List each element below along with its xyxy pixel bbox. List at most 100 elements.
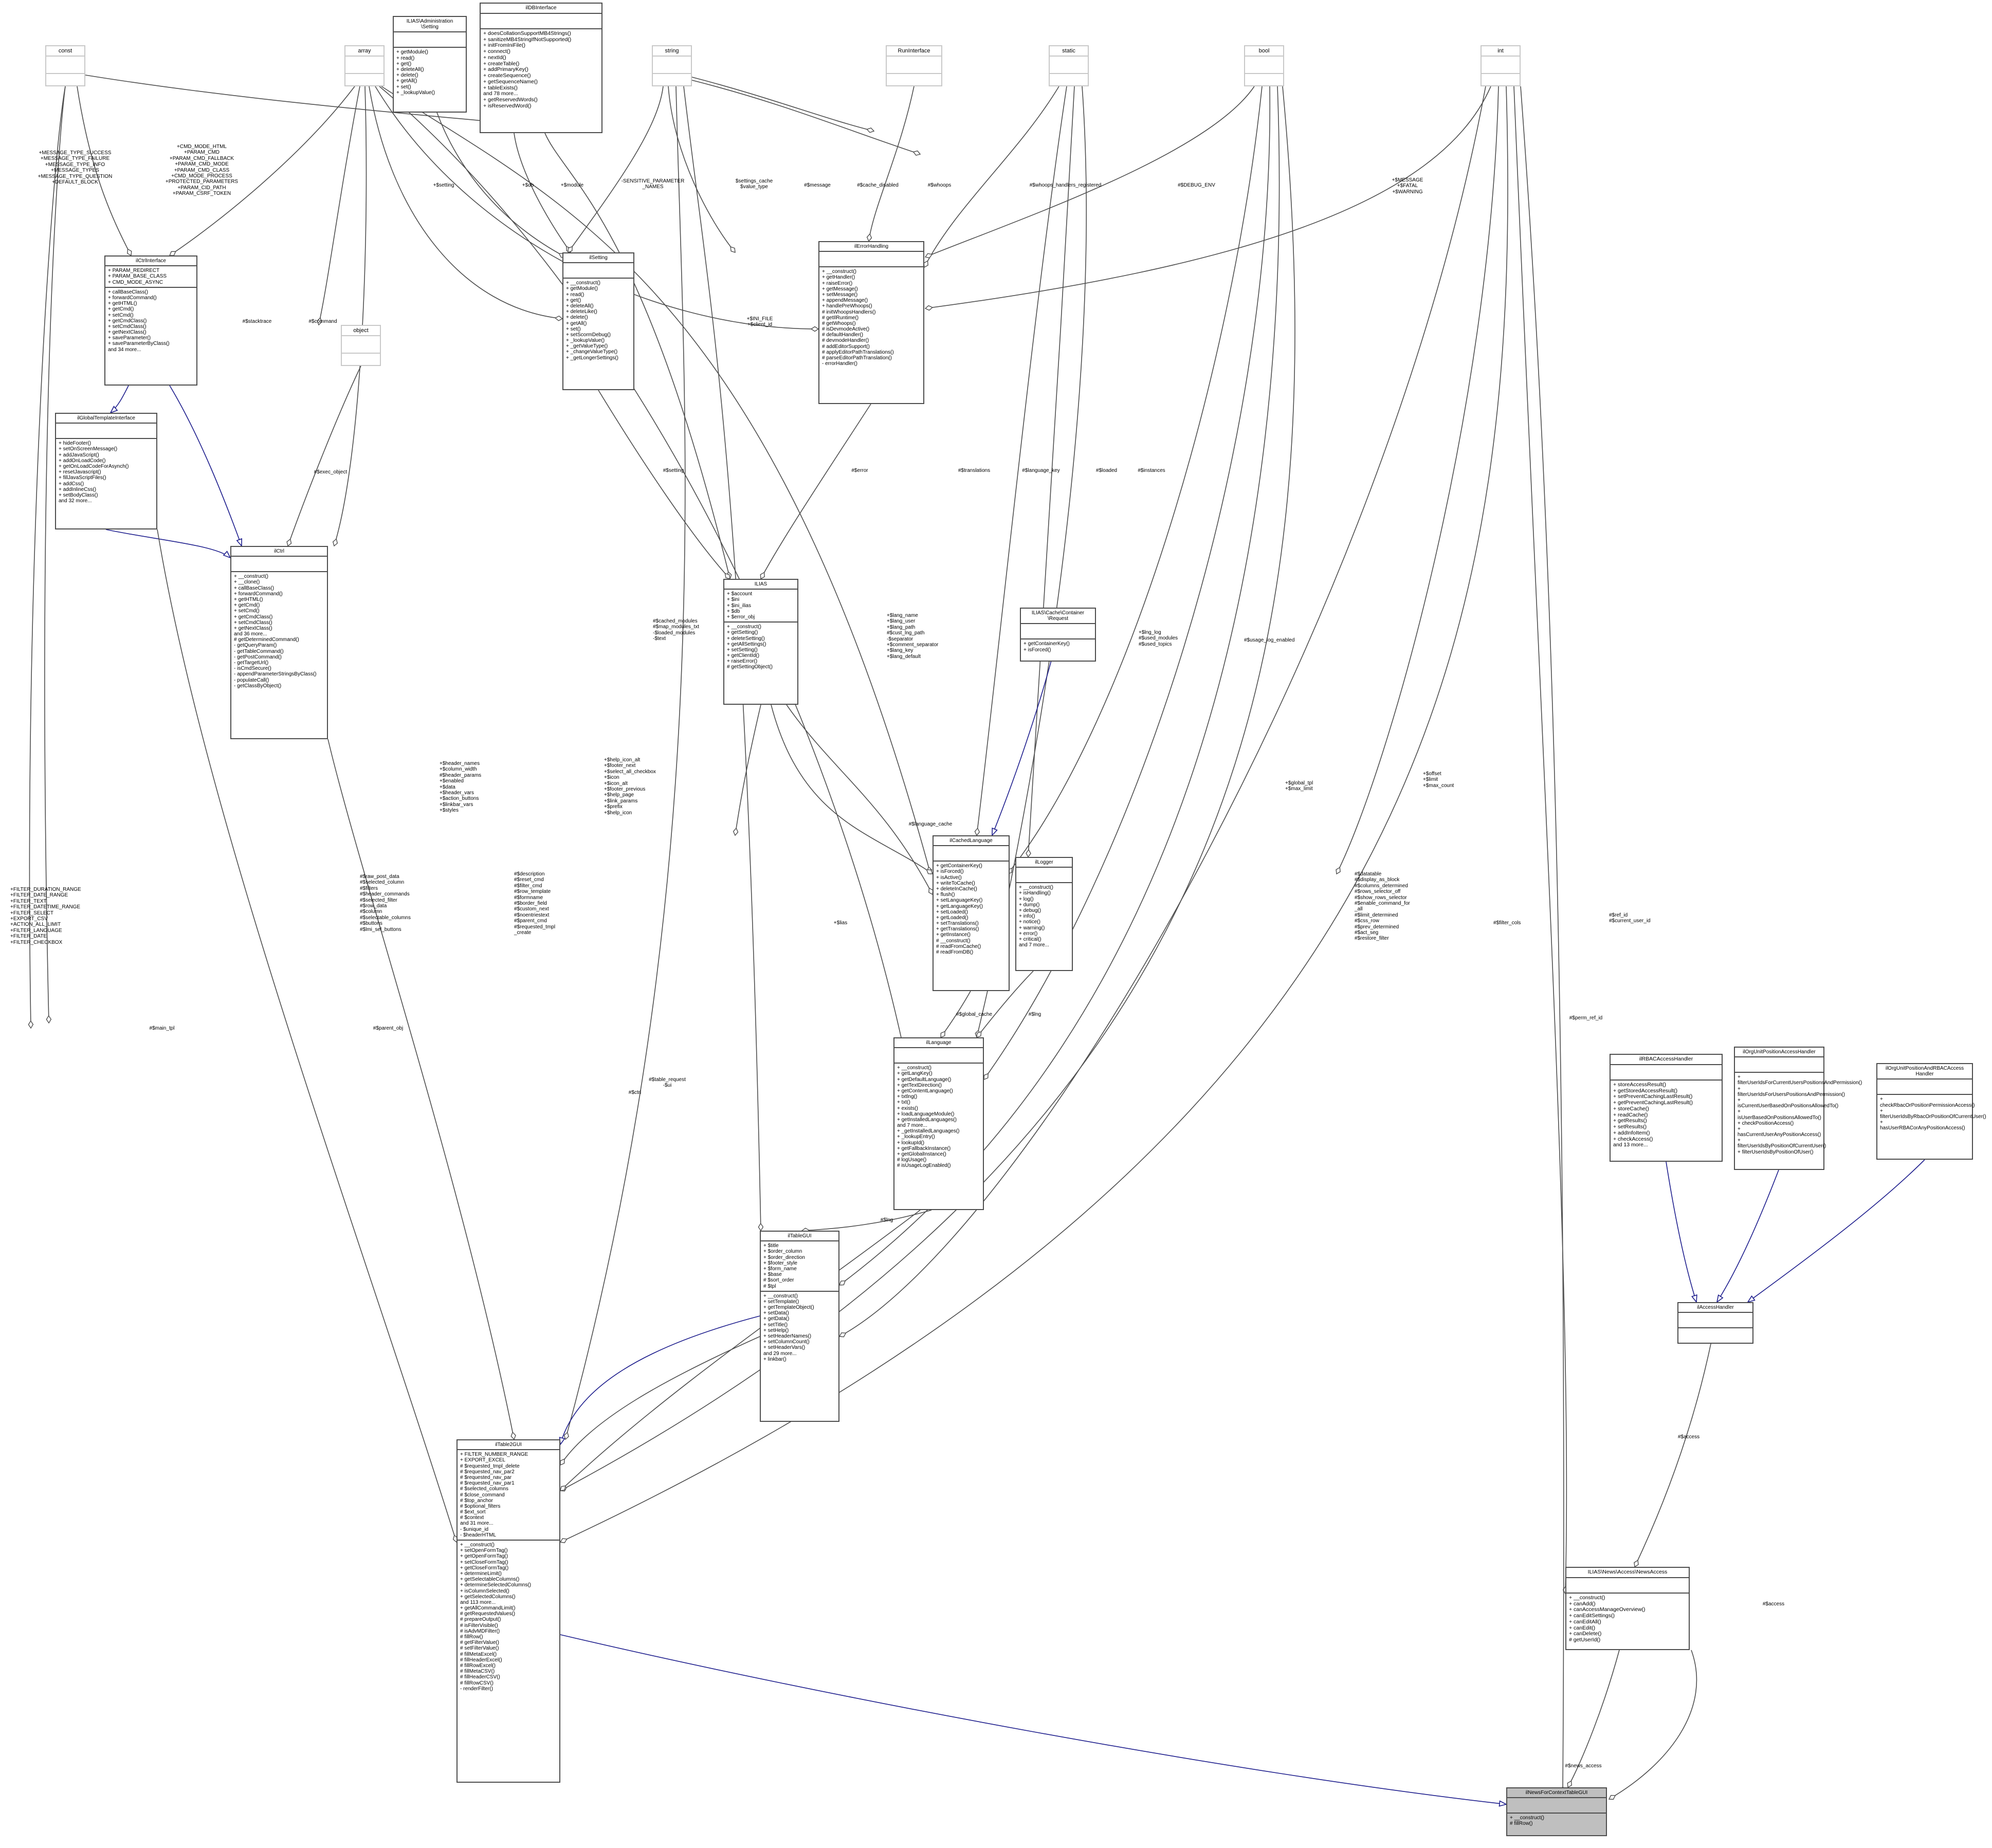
class-attributes xyxy=(1611,1065,1722,1081)
association-edge xyxy=(598,390,730,579)
uml-class-object[interactable]: object xyxy=(341,325,381,366)
class-attribute-row: # $requested_nav_par2 xyxy=(460,1469,515,1475)
class-attribute-row: + $ini_ilias xyxy=(727,602,751,609)
edge-label-lbl-message: #$message xyxy=(804,182,831,188)
uml-class-runinterface[interactable]: RunInterface xyxy=(886,45,942,86)
association-edge xyxy=(332,86,367,547)
class-operation-row: + getSetting() xyxy=(727,630,758,636)
class-title: ilCachedLanguage xyxy=(934,836,1009,847)
uml-class-ilias-cache-container-request[interactable]: ILIAS\Cache\Container \Request+ getConta… xyxy=(1020,608,1096,662)
edge-label-lbl-raw-post: #$raw_post_data #$selected_column #$filt… xyxy=(360,874,411,932)
class-operation-row: + getGlobalInstance() xyxy=(897,1151,946,1157)
inheritance-edge xyxy=(1717,1169,1779,1302)
class-attributes xyxy=(819,252,923,268)
uml-class-illanguage[interactable]: ilLanguage+ __construct()+ getLangKey()+… xyxy=(893,1037,984,1210)
edge-label-lbl-message-fatal: +$MESSAGE +$FATAL +$WARNING xyxy=(1392,177,1423,195)
edge-label-lbl-error: #$error xyxy=(851,468,868,473)
class-operation-row: + getNextClass() xyxy=(108,330,147,336)
edge-label-lbl-whoops: #$whoops xyxy=(927,182,952,188)
uml-class-ilorgunitpositionaccesshandler[interactable]: ilOrgUnitPositionAccessHandler+ filterUs… xyxy=(1734,1047,1862,1170)
class-operation-row: # isDevmodeActive() xyxy=(822,326,870,333)
uml-class-ilnewsforcontexttablegui[interactable]: ilNewsForContextTableGUI+ __construct()#… xyxy=(1506,1787,1607,1836)
class-operation-row: + setCmdClass() xyxy=(108,323,147,330)
edge-label-lbl-access-2: #$access xyxy=(1762,1601,1785,1607)
class-operation-row: # fillRow() xyxy=(460,1634,483,1640)
class-operation-row: + error() xyxy=(1019,930,1038,937)
inheritance-edge xyxy=(169,385,242,546)
class-title: ilAccessHandler xyxy=(1678,1303,1752,1313)
class-operation-row: # defaultHandler() xyxy=(822,332,864,338)
class-operation-row: + filterUserIdsByPositionOfCurrentUser() xyxy=(1738,1138,1826,1149)
class-operation-row: + _lookupEntry() xyxy=(897,1134,935,1140)
class-operations: + getContainerKey()+ isForced() xyxy=(1021,639,1095,654)
class-operation-row: + getSequenceName() xyxy=(483,78,538,85)
edge-label-lbl-help-icon: +$help_icon_alt +$footer_next +$select_a… xyxy=(604,757,656,816)
uml-class-ilctrl[interactable]: ilCtrl+ __construct()+ __clone()+ callBa… xyxy=(230,546,328,739)
uml-class-ilrbacaccesshandler[interactable]: ilRBACAccessHandler+ storeAccessResult()… xyxy=(1610,1054,1723,1162)
association-edge xyxy=(1007,86,1263,875)
uml-class-ildbinterface[interactable]: ilDBInterface+ doesCollationSupportMB4St… xyxy=(480,3,602,133)
uml-class-string[interactable]: string xyxy=(652,45,692,86)
class-attributes xyxy=(56,424,156,440)
uml-class-ilaccesshandler[interactable]: ilAccessHandler xyxy=(1677,1302,1753,1344)
class-attribute-row: + $base xyxy=(763,1272,782,1278)
edge-label-lbl-setting-2: #$setting xyxy=(663,468,684,473)
uml-class-ilctrlinterface[interactable]: ilCtrlInterface+ PARAM_REDIRECT+ PARAM_B… xyxy=(104,255,197,386)
class-operation-row: + __clone() xyxy=(234,579,260,585)
uml-class-array[interactable]: array xyxy=(344,45,385,86)
uml-class-const[interactable]: const xyxy=(45,45,85,86)
class-operation-row: + addInlineCss() xyxy=(59,486,97,492)
class-attribute-row: - $unique_id xyxy=(460,1526,489,1532)
uml-class-bool[interactable]: bool xyxy=(1244,45,1284,86)
uml-class-int[interactable]: int xyxy=(1481,45,1521,86)
uml-class-ilsetting[interactable]: ilSetting+ __construct()+ getModule()+ r… xyxy=(562,252,634,390)
class-operation-row: + getTranslations() xyxy=(936,926,979,932)
uml-class-iltable2gui[interactable]: ilTable2GUI+ FILTER_NUMBER_RANGE+ EXPORT… xyxy=(456,1439,560,1783)
uml-class-illogger[interactable]: ilLogger+ __construct()+ isHandling()+ l… xyxy=(1015,857,1073,971)
class-attributes xyxy=(345,57,383,75)
class-operation-row: + debug() xyxy=(1019,907,1041,913)
class-attribute-row: # $requested_nav_par xyxy=(460,1474,512,1480)
class-operation-row: + doesCollationSupportMB4Strings() xyxy=(483,30,571,36)
class-operation-row: # parseEditorPathTranslation() xyxy=(822,355,892,361)
class-operation-row: + __construct() xyxy=(897,1065,931,1071)
uml-class-ilias-news-access-newsaccess[interactable]: ILIAS\News\Access\NewsAccess+ __construc… xyxy=(1565,1567,1690,1650)
uml-class-ilias[interactable]: ILIAS+ $account+ $ini+ $ini_ilias+ $db+ … xyxy=(723,579,798,705)
uml-class-ilerrorhandling[interactable]: ilErrorHandling+ __construct()+ getHandl… xyxy=(818,241,924,404)
class-operation-row: + deleteSetting() xyxy=(727,635,765,642)
class-title: const xyxy=(46,46,84,57)
uml-class-static[interactable]: static xyxy=(1049,45,1089,86)
uml-class-iltablegui[interactable]: ilTableGUI+ $title+ $order_column+ $orde… xyxy=(760,1231,839,1422)
class-attributes: + PARAM_REDIRECT+ PARAM_BASE_CLASS+ CMD_… xyxy=(105,266,196,288)
association-edge xyxy=(924,86,1491,311)
class-operation-row: + isUserBasedOnPositionsAllowedTo() xyxy=(1738,1109,1821,1121)
inheritance-edge xyxy=(560,1634,1506,1804)
class-operation-row: + getLoaded() xyxy=(936,914,968,921)
uml-class-ilglobaltemplateinterface[interactable]: ilGlobalTemplateInterface+ hideFooter()+… xyxy=(55,413,157,529)
association-edge xyxy=(317,86,360,326)
class-operation-row: + __construct() xyxy=(460,1542,495,1548)
class-operation-row: # getFilterValue() xyxy=(460,1640,499,1646)
class-operation-row: + callBaseClass() xyxy=(108,289,149,295)
class-operation-row: + addInfoItem() xyxy=(1613,1129,1650,1136)
inheritance-edge xyxy=(105,529,230,558)
class-operation-row: + set() xyxy=(566,326,581,332)
class-operation-row: + createTable() xyxy=(483,60,520,67)
class-operation-row: + getDefaultLanguage() xyxy=(897,1076,952,1083)
class-operation-row: + getCmdClass() xyxy=(108,318,147,324)
class-operation-row: + setScormDebug() xyxy=(566,332,611,338)
class-operation-row: + linkbar() xyxy=(763,1356,787,1362)
class-operation-row: + getData() xyxy=(763,1316,790,1322)
uml-class-ilias-administration-setting[interactable]: ILIAS\Administration \Setting+ getModule… xyxy=(393,16,467,113)
edge-label-lbl-command: #$command xyxy=(308,319,337,324)
class-operation-row: + setTemplate() xyxy=(763,1298,799,1305)
uml-class-ilorgunitpositionandrbacaccesshandler[interactable]: ilOrgUnitPositionAndRBACAccess Handler+ … xyxy=(1876,1063,1986,1160)
uml-class-ilcachedlanguage[interactable]: ilCachedLanguage+ getContainerKey()+ isF… xyxy=(933,835,1010,991)
inheritance-edge xyxy=(992,634,1058,835)
class-operation-row: + dump() xyxy=(1019,902,1040,908)
class-title: ilCtrlInterface xyxy=(105,257,196,267)
class-attributes: + FILTER_NUMBER_RANGE+ EXPORT_EXCEL# $re… xyxy=(458,1450,559,1541)
class-operation-row: + checkPositionAccess() xyxy=(1738,1120,1794,1126)
class-attribute-row: + $error_obj xyxy=(727,614,755,620)
class-operation-row: + createSequence() xyxy=(483,72,531,79)
